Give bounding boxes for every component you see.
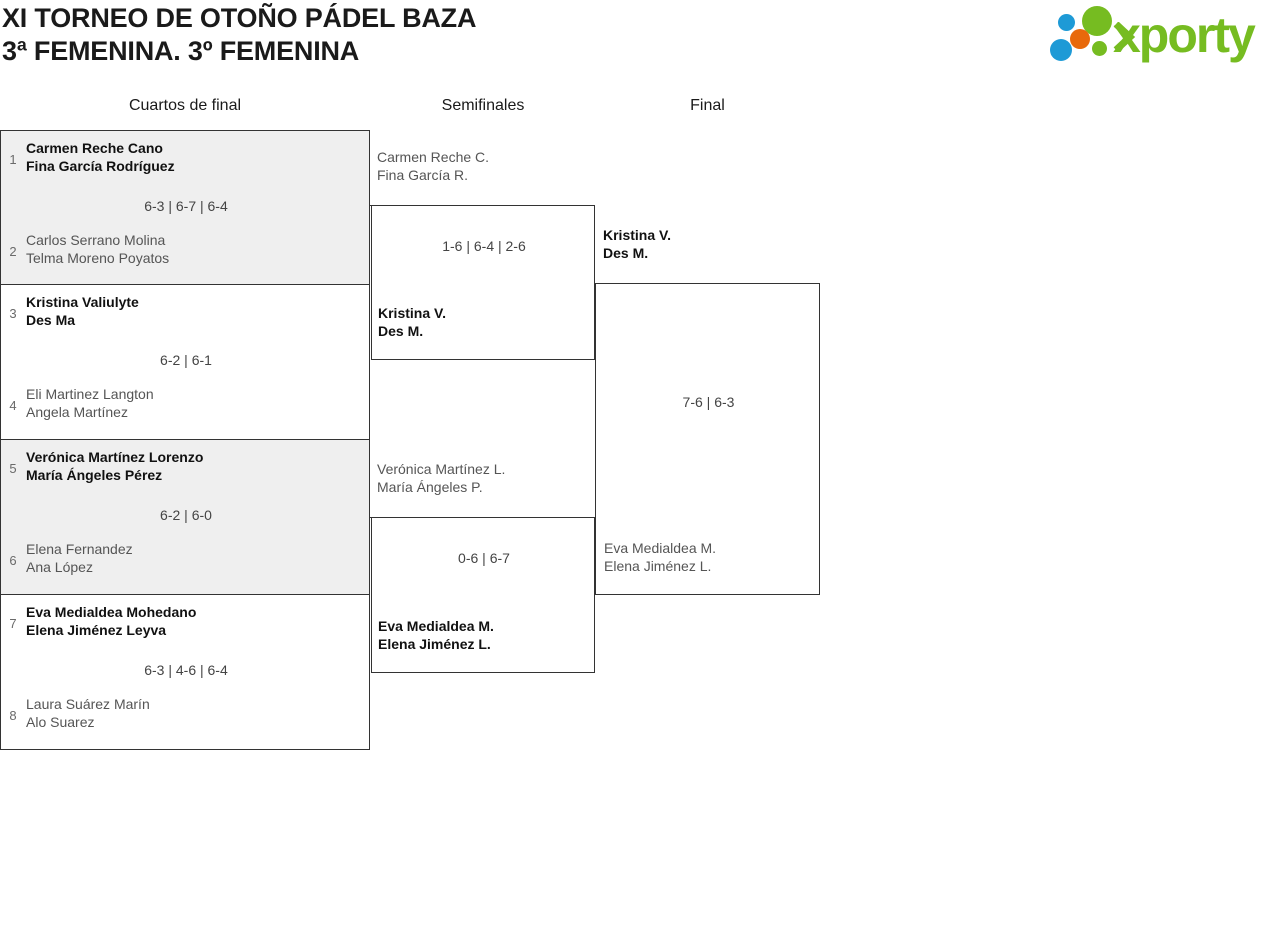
round-header-final: Final xyxy=(690,97,725,114)
team-names: Verónica Martínez Lorenzo María Ángeles … xyxy=(26,448,361,484)
match-score: 6-2 | 6-0 xyxy=(160,507,212,523)
player-name-2: Alo Suarez xyxy=(26,714,95,730)
seed-number: 4 xyxy=(9,398,17,413)
match-score: 6-3 | 4-6 | 6-4 xyxy=(144,662,228,678)
match-team-bottom: 2 Carlos Serrano Molina Telma Moreno Poy… xyxy=(1,231,371,277)
player-name-2: Des Ma xyxy=(26,312,76,328)
player-name-1: Verónica Martínez Lorenzo xyxy=(26,449,204,465)
player-name-2: Elena Jiménez L. xyxy=(378,636,491,652)
player-name-1: Eva Medialdea M. xyxy=(604,540,717,556)
logo-dot-green-small-icon xyxy=(1092,41,1107,56)
semifinal-1-team-top: Carmen Reche C. Fina García R. xyxy=(377,148,589,184)
player-name-1: Kristina V. xyxy=(378,305,446,321)
player-name-2: Des M. xyxy=(378,323,424,339)
player-name-2: Fina García Rodríguez xyxy=(26,158,175,174)
seed-number: 8 xyxy=(9,708,17,723)
match-team-top: 3 Kristina Valiulyte Des Ma xyxy=(1,293,371,339)
page-header: XI TORNEO DE OTOÑO PÁDEL BAZA 3ª FEMENIN… xyxy=(0,0,1280,90)
match-score: 6-2 | 6-1 xyxy=(160,352,212,368)
match-team-bottom: 4 Eli Martinez Langton Angela Martínez xyxy=(1,385,371,431)
team-names: Eva Medialdea Mohedano Elena Jiménez Ley… xyxy=(26,603,361,639)
match-quarterfinal-4[interactable]: 7 Eva Medialdea Mohedano Elena Jiménez L… xyxy=(0,595,370,750)
logo-dot-blue-top-icon xyxy=(1058,14,1075,31)
team-names: Laura Suárez Marín Alo Suarez xyxy=(26,695,361,731)
team-names: Kristina Valiulyte Des Ma xyxy=(26,293,361,329)
player-name-1: Carmen Reche Cano xyxy=(26,140,163,156)
match-score: 1-6 | 6-4 | 2-6 xyxy=(442,238,526,254)
match-team-top: 5 Verónica Martínez Lorenzo María Ángele… xyxy=(1,448,371,494)
player-name-1: Carlos Serrano Molina xyxy=(26,232,166,248)
final-team-bottom: Eva Medialdea M. Elena Jiménez L. xyxy=(604,539,814,575)
player-name-1: Eva Medialdea M. xyxy=(378,618,494,634)
player-name-1: Kristina Valiulyte xyxy=(26,294,139,310)
round-header-quarterfinals: Cuartos de final xyxy=(128,97,242,114)
seed-number: 3 xyxy=(9,306,17,321)
player-name-1: Kristina V. xyxy=(603,227,671,243)
player-name-1: Verónica Martínez L. xyxy=(377,461,506,477)
match-team-top: 1 Carmen Reche Cano Fina García Rodrígue… xyxy=(1,139,371,185)
player-name-1: Eli Martinez Langton xyxy=(26,386,154,402)
team-names: Eli Martinez Langton Angela Martínez xyxy=(26,385,361,421)
page-subtitle: 3ª FEMENINA. 3º FEMENINA xyxy=(2,36,360,66)
seed-number: 7 xyxy=(9,616,17,631)
match-team-bottom: 8 Laura Suárez Marín Alo Suarez xyxy=(1,695,371,741)
match-quarterfinal-3[interactable]: 5 Verónica Martínez Lorenzo María Ángele… xyxy=(0,440,370,595)
seed-number: 6 xyxy=(9,553,17,568)
match-score: 6-3 | 6-7 | 6-4 xyxy=(144,198,228,214)
player-name-2: Elena Jiménez Leyva xyxy=(26,622,167,638)
seed-number: 2 xyxy=(9,244,17,259)
player-name-1: Carmen Reche C. xyxy=(377,149,490,165)
player-name-2: Angela Martínez xyxy=(26,404,128,420)
player-name-1: Eva Medialdea Mohedano xyxy=(26,604,197,620)
player-name-1: Elena Fernandez xyxy=(26,541,133,557)
team-names: Elena Fernandez Ana López xyxy=(26,540,361,576)
player-name-2: María Ángeles P. xyxy=(377,479,483,495)
player-name-2: Des M. xyxy=(603,245,649,261)
match-semifinal-1[interactable]: 1-6 | 6-4 | 2-6 Kristina V. Des M. xyxy=(371,205,595,360)
seed-number: 5 xyxy=(9,461,17,476)
match-score: 7-6 | 6-3 xyxy=(682,394,735,410)
logo-wordmark: xporty xyxy=(1113,7,1256,63)
player-name-2: Ana López xyxy=(26,559,93,575)
page-title: XI TORNEO DE OTOÑO PÁDEL BAZA xyxy=(2,3,477,33)
player-name-1: Laura Suárez Marín xyxy=(26,696,150,712)
match-team-top: 7 Eva Medialdea Mohedano Elena Jiménez L… xyxy=(1,603,371,649)
logo-dot-orange-icon xyxy=(1070,29,1090,49)
match-score: 0-6 | 6-7 xyxy=(458,550,510,566)
player-name-2: María Ángeles Pérez xyxy=(26,467,163,483)
player-name-2: Telma Moreno Poyatos xyxy=(26,250,170,266)
final-team-top: Kristina V. Des M. xyxy=(603,226,813,262)
seed-number: 1 xyxy=(9,152,17,167)
match-team-bottom: 6 Elena Fernandez Ana López xyxy=(1,540,371,586)
logo-dot-blue-bottom-icon xyxy=(1050,39,1072,61)
match-semifinal-2[interactable]: 0-6 | 6-7 Eva Medialdea M. Elena Jiménez… xyxy=(371,517,595,673)
xporty-logo[interactable]: xporty xyxy=(1050,4,1276,68)
tournament-title-block: XI TORNEO DE OTOÑO PÁDEL BAZA 3ª FEMENIN… xyxy=(2,2,476,68)
match-quarterfinal-1[interactable]: 1 Carmen Reche Cano Fina García Rodrígue… xyxy=(0,130,370,285)
logo-chevron-icon xyxy=(1113,22,1136,52)
semifinal-2-team-bottom: Eva Medialdea M. Elena Jiménez L. xyxy=(378,617,590,653)
semifinal-1-team-bottom: Kristina V. Des M. xyxy=(378,304,590,340)
team-names: Carlos Serrano Molina Telma Moreno Poyat… xyxy=(26,231,361,267)
team-names: Carmen Reche Cano Fina García Rodríguez xyxy=(26,139,361,175)
round-header-semifinals: Semifinales xyxy=(441,97,525,114)
semifinal-2-team-top: Verónica Martínez L. María Ángeles P. xyxy=(377,460,589,496)
match-quarterfinal-2[interactable]: 3 Kristina Valiulyte Des Ma 6-2 | 6-1 4 … xyxy=(0,285,370,440)
logo-dots-icon xyxy=(1050,6,1122,64)
player-name-2: Fina García R. xyxy=(377,167,469,183)
player-name-2: Elena Jiménez L. xyxy=(604,558,712,574)
match-final[interactable]: 7-6 | 6-3 Eva Medialdea M. Elena Jiménez… xyxy=(595,283,820,595)
